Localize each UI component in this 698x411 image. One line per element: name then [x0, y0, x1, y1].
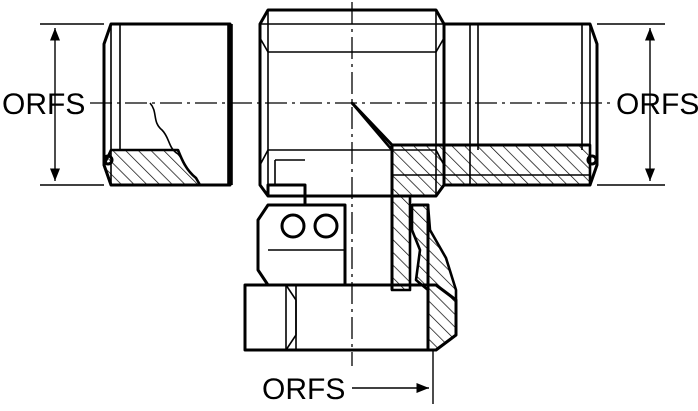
dimensions [40, 23, 665, 404]
ball-icon [313, 213, 339, 239]
sectioned-tee-core [350, 101, 592, 292]
right-port-label: ORFS [616, 88, 698, 121]
swivel-cage [256, 159, 347, 287]
o-ring-left-icon [102, 154, 114, 166]
bottom-port-label: ORFS [262, 373, 345, 406]
ball-icon [280, 213, 306, 239]
left-port-label: ORFS [2, 88, 85, 121]
swivel-hex-nut [243, 203, 458, 352]
left-orfs-end [102, 22, 262, 187]
